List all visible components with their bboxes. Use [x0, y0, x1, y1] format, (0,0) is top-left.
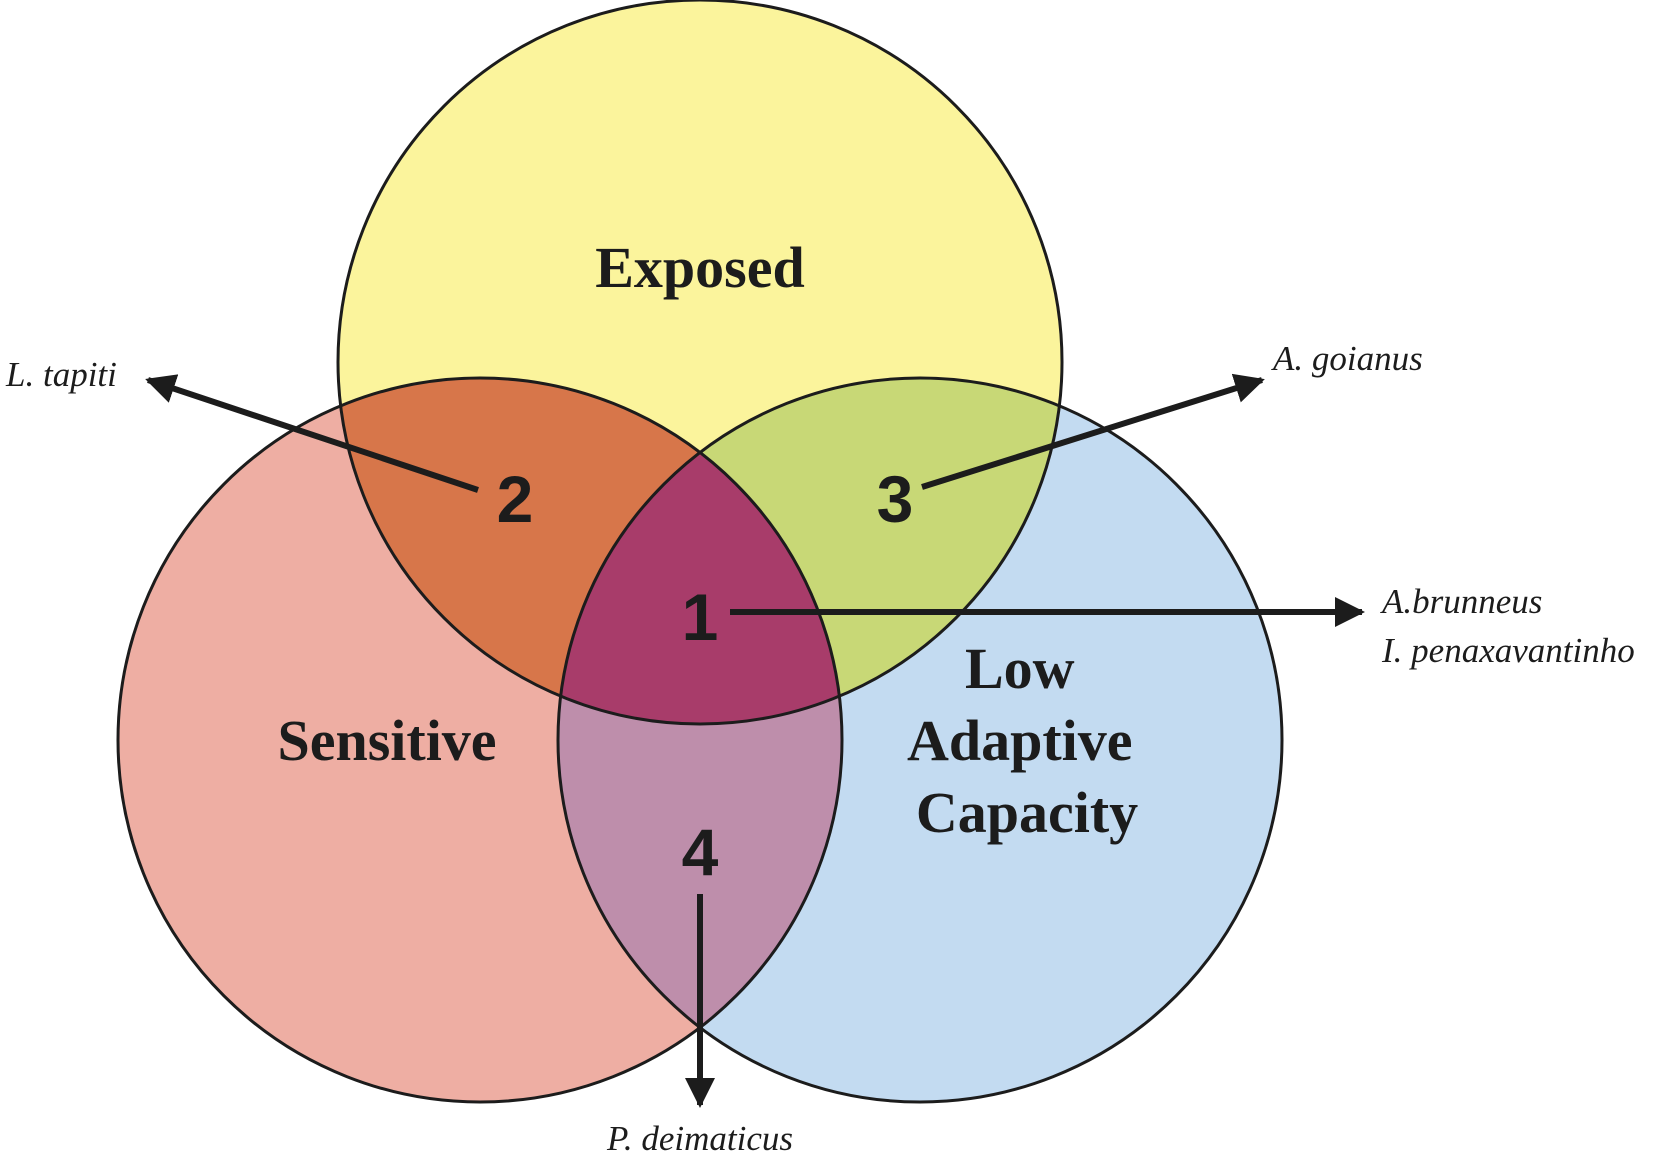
region-number-4: 4: [682, 815, 719, 889]
arrow-region-2: [145, 374, 479, 493]
species-label-region-2: L. tapiti: [5, 355, 117, 394]
adaptive-label: Low Adaptive Capacity: [907, 636, 1147, 845]
adaptive-label-line-2: Adaptive: [907, 708, 1133, 773]
adaptive-label-line-3: Capacity: [916, 780, 1138, 845]
arrow-region-3: [921, 373, 1265, 490]
overlap-exposed-adaptive: [558, 378, 1062, 724]
exposed-outline: [336, 0, 1064, 726]
exposed-label: Exposed: [595, 235, 805, 300]
adaptive-outline: [556, 376, 1284, 1104]
species-label-region-1-b: I. penaxavantinho: [1381, 631, 1635, 670]
species-label-region-1-a: A.brunneus: [1380, 582, 1542, 621]
region-number-1: 1: [682, 580, 719, 654]
sensitive-outline: [116, 376, 844, 1104]
sensitive-label: Sensitive: [277, 708, 496, 773]
region-number-2: 2: [497, 462, 534, 536]
species-label-region-3: A. goianus: [1271, 339, 1423, 378]
overlap-exposed-sensitive: [338, 378, 842, 724]
species-label-region-4: P. deimaticus: [606, 1119, 793, 1156]
region-number-3: 3: [877, 462, 914, 536]
adaptive-label-line-1: Low: [965, 636, 1075, 701]
